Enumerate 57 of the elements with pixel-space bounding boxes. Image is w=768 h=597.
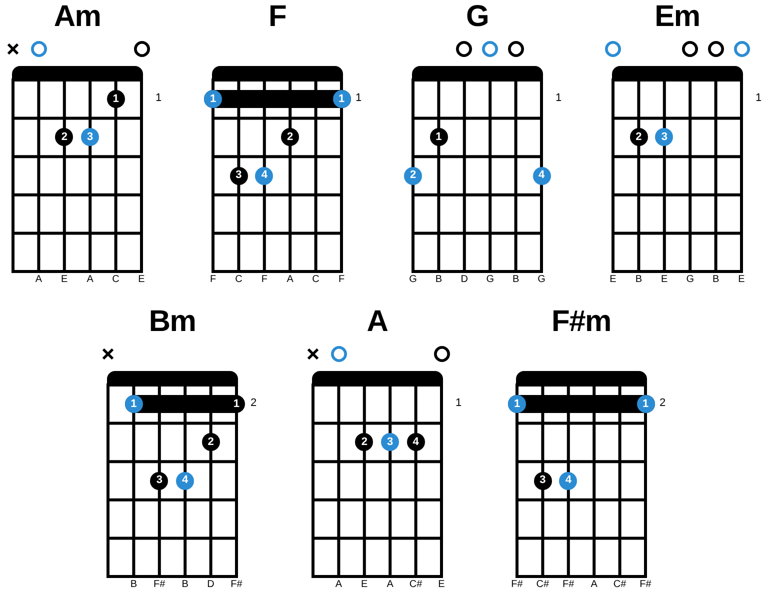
- string-note: F: [210, 275, 216, 285]
- chord-name: Em: [654, 2, 700, 32]
- fret-number: 2: [660, 398, 666, 410]
- fret-number: 1: [456, 398, 462, 410]
- string-note: E: [61, 275, 68, 285]
- string-note: C: [235, 275, 242, 285]
- string-note: E: [738, 275, 745, 285]
- fret-number: 1: [556, 93, 562, 104]
- string-note: G: [409, 275, 417, 285]
- chord-name: Am: [54, 2, 101, 32]
- string-note: F#: [154, 580, 166, 590]
- string-note: A: [590, 580, 598, 590]
- string-note: E: [661, 275, 668, 285]
- barre-bar: [204, 90, 350, 108]
- string-note: E: [610, 275, 616, 285]
- string-note: C: [112, 275, 120, 285]
- string-note: B: [512, 275, 520, 285]
- string-note: B: [635, 275, 642, 285]
- string-note: A: [335, 580, 342, 590]
- string-note: A: [86, 275, 94, 285]
- string-note: E: [361, 580, 368, 590]
- chord-name: A: [366, 307, 388, 337]
- string-note: B: [130, 580, 138, 590]
- string-note: D: [207, 580, 214, 590]
- fret-number: 1: [356, 93, 362, 104]
- string-note: F: [338, 275, 345, 285]
- string-note: E: [138, 275, 145, 285]
- fret-number: 1: [156, 93, 162, 104]
- barre-bar: [508, 395, 654, 414]
- string-note: F#: [562, 580, 574, 590]
- chord-name: Bm: [148, 307, 196, 337]
- string-note: B: [182, 580, 188, 590]
- string-note: B: [435, 275, 442, 285]
- string-note: C: [312, 275, 320, 285]
- chord-name: G: [466, 2, 489, 32]
- string-note: B: [712, 275, 720, 285]
- string-note: F#: [640, 580, 652, 590]
- fret-number: 2: [250, 398, 257, 410]
- string-note: F#: [511, 580, 523, 590]
- string-note: A: [386, 580, 394, 590]
- string-note: C#: [409, 580, 422, 590]
- string-note: F: [261, 275, 268, 285]
- string-note: G: [486, 275, 494, 285]
- string-note: A: [35, 275, 42, 285]
- string-note: E: [438, 580, 445, 590]
- string-note: D: [460, 275, 468, 285]
- finger-number: 1: [233, 398, 240, 410]
- string-note: C#: [536, 580, 550, 590]
- string-note: G: [686, 275, 694, 285]
- chord-name: F: [268, 2, 286, 32]
- string-note: C#: [613, 580, 626, 590]
- chord-name: F#m: [552, 307, 611, 337]
- fret-number: 1: [756, 93, 762, 104]
- string-note: G: [538, 275, 546, 285]
- barre-bar: [124, 395, 246, 414]
- string-note: A: [286, 275, 294, 285]
- string-note: F#: [230, 580, 242, 590]
